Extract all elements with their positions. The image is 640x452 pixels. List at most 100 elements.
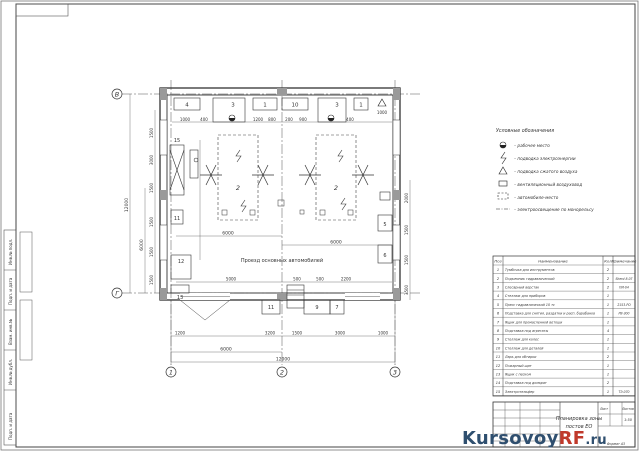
car-place-icon	[497, 192, 509, 200]
spec-cell-name: Стеллаж для деталей	[505, 346, 544, 350]
spec-cell-name: Электротельфер	[504, 390, 534, 394]
power-symbols	[235, 149, 347, 213]
bottom-equipment	[261, 284, 345, 315]
spec-cell-pos: 6	[497, 312, 500, 316]
equip-label-12: 12	[178, 259, 184, 265]
spec-cell-name: Подставка под домкрат	[505, 381, 547, 385]
spec-cell-qty: 2	[607, 355, 610, 359]
watermark-part-c: .ru	[585, 433, 607, 448]
stamp-sheets-label: Листов	[621, 407, 634, 411]
dim-mid-2: 500	[293, 277, 301, 282]
left-dimension-chains	[129, 94, 156, 293]
dim-right-2: 1500	[404, 224, 409, 235]
stamp-sheet-label: Лист	[599, 407, 608, 411]
spec-cell-pos: 14	[496, 381, 501, 385]
spec-cell-pos: 3	[497, 286, 500, 290]
inner-frame	[15, 3, 636, 448]
spec-cell-qty: 1	[607, 303, 609, 307]
side-stamp-label-1: Инв.№ подл.	[8, 239, 13, 265]
spec-cell-name: Ларь для обтирки	[504, 355, 537, 359]
right-equipment-numbers: 5 6	[383, 222, 386, 259]
title-block: Планировка зоны постов ЕО Лист Листов 1:…	[492, 401, 636, 448]
spec-cell-note: РВ-300	[618, 312, 629, 316]
workplace-markers	[193, 98, 387, 163]
spec-cell-qty: 1	[607, 338, 609, 342]
spec-cell-qty: 1	[607, 373, 609, 377]
legend-item-2: – подводка электроэнергии	[514, 156, 576, 161]
air-icon	[498, 166, 508, 175]
spec-cell-pos: 12	[496, 364, 501, 368]
post-label-1: 2	[236, 184, 240, 192]
spec-cell-pos: 2	[497, 277, 500, 281]
axis-col-1: 1	[169, 369, 173, 377]
axis-row-v: В	[115, 91, 120, 99]
spec-cell-pos: 5	[497, 303, 500, 307]
spec-cell-name: Слесарный верстак	[505, 286, 539, 290]
dim-vertical-total: 12000	[124, 198, 130, 212]
top-equipment	[173, 97, 369, 123]
equip-label-11b: 11	[268, 305, 274, 311]
spec-row: 10 Стеллаж для деталей 1	[496, 346, 609, 350]
car-place-details	[221, 199, 354, 216]
legend-item-1: – рабочее место	[514, 143, 550, 148]
left-equipment-numbers: 15 11 12 13	[174, 138, 184, 301]
spec-cell-pos: 9	[497, 338, 500, 342]
lifts	[200, 164, 374, 186]
spec-cell-qty: 1	[607, 390, 609, 394]
dim-v-seg-1: 1500	[149, 127, 154, 138]
spec-cell-note: Sherd 8-07	[615, 277, 632, 281]
axis-col-2: 2	[280, 369, 284, 377]
top-equipment-numbers: 4 3 1 10 3 1	[185, 103, 363, 109]
drawing-title: Планировка зоны	[556, 416, 602, 422]
spec-cell-pos: 15	[496, 390, 501, 394]
spec-cell-qty: 1	[607, 320, 609, 324]
side-stamp-label-3: Взам. инв.№	[8, 319, 13, 345]
spec-cell-qty: 1	[607, 346, 609, 350]
equip-label-6: 6	[383, 253, 386, 259]
spec-header-note: Примечание	[612, 259, 637, 264]
dim-right-1: 2000	[404, 192, 409, 203]
spec-cell-name: Тумбочка для инструментов	[505, 268, 555, 272]
spec-cell-qty: 2	[607, 277, 610, 281]
car-place-1	[217, 134, 259, 221]
spec-cell-pos: 10	[496, 346, 501, 350]
spec-cell-qty: 1	[607, 294, 609, 298]
watermark-part-b: RF	[558, 428, 586, 449]
side-stamp-label-4: Инв.№ дубл.	[8, 359, 13, 385]
dim-mid-3: 500	[316, 277, 324, 282]
spec-cell-name: Ящик для промасленной ветоши	[504, 320, 563, 324]
dim-inner-1: 6000	[222, 231, 234, 237]
spec-cell-note: ТЭ-070	[618, 390, 629, 394]
dim-bottom-3: 3200	[265, 331, 276, 336]
equip-label-11a: 11	[174, 216, 180, 222]
legend-item-5: – автомобиле-место	[514, 195, 559, 200]
zone-label: Проезд основных автомобилей	[241, 257, 323, 264]
spec-cell-note: 2153-РО	[617, 303, 631, 307]
dim-bottom-6: 1000	[378, 331, 389, 336]
top-dimensions: 1000 400 1200 800 200 900 400 1000	[172, 110, 392, 123]
dim-top-3: 1200	[253, 117, 264, 122]
watermark-part-a: Kursovoy	[462, 428, 559, 449]
top-left-box	[15, 3, 69, 17]
equip-1-right	[353, 97, 369, 111]
dim-mid-4: 2200	[341, 277, 352, 282]
dim-top-8: 1000	[377, 110, 388, 115]
dim-v-seg-2: 3000	[149, 154, 154, 165]
legend-item-4: – вентиляционный воздуховод	[514, 182, 582, 187]
spec-cell-qty: 2	[607, 268, 610, 272]
spec-cell-name: Стеллаж для приборов	[505, 294, 545, 298]
spec-row: 2 Подъемник гидравлический 2 Sherd 8-07	[497, 277, 633, 281]
spec-cell-name: Подъемник гидравлический	[505, 277, 555, 281]
spec-cell-pos: 13	[496, 373, 501, 377]
